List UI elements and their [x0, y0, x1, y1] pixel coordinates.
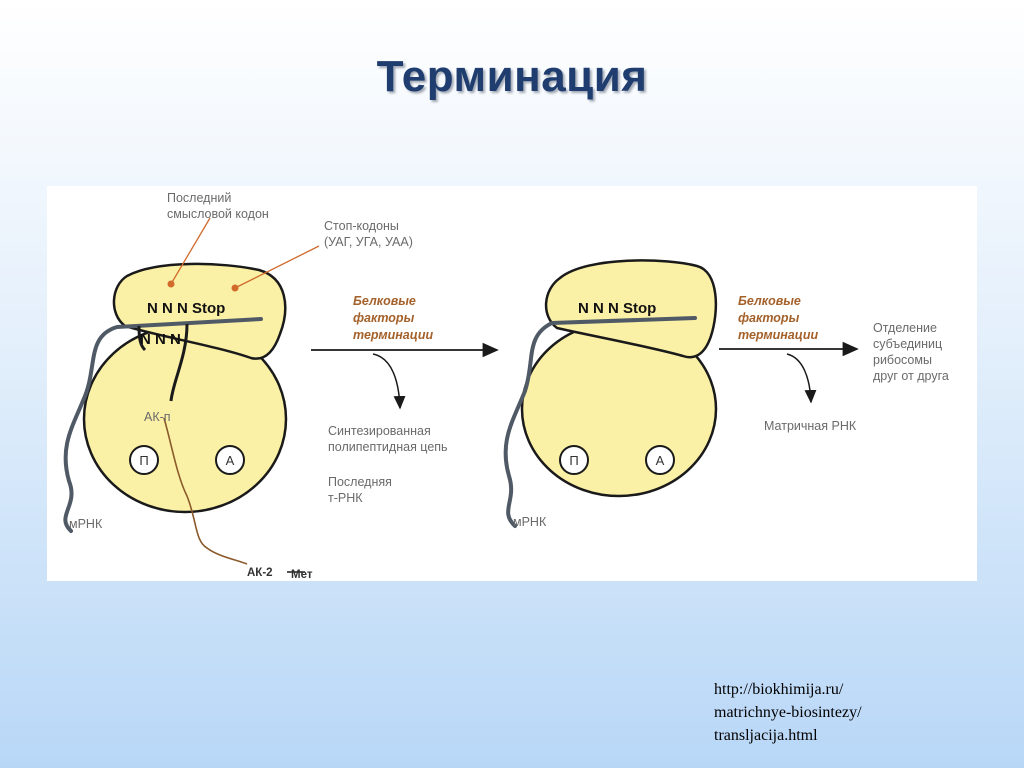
right-ribosome: П А N N N Stop мРНК [503, 259, 718, 529]
left-site-a [215, 445, 245, 475]
diagram-panel: П А N N N Stop N N N Последний смысловой… [47, 186, 977, 581]
left-site-a-label: А [226, 453, 235, 468]
left-stop-codons-label: Стоп-кодоны (УАГ, УГА, УАА) [324, 219, 413, 249]
right-factors-label: Белковые факторы терминации [738, 294, 818, 342]
middle-last-trna-label: Последняя т-РНК [328, 475, 395, 505]
left-last-codon-pointer [170, 217, 211, 285]
left-trna-outline [137, 323, 189, 402]
middle-release-arrow [372, 353, 406, 410]
left-met-label: Мет [291, 569, 313, 581]
left-mrna-label: мРНК [69, 517, 103, 531]
right-site-p-label: П [569, 453, 578, 468]
right-codon-text: N N N Stop [578, 300, 656, 317]
right-small-subunit [544, 259, 718, 359]
right-site-a-label: А [656, 453, 665, 468]
termination-diagram: П А N N N Stop N N N Последний смысловой… [63, 191, 949, 581]
left-ak2-label: АК-2 [247, 567, 273, 579]
right-mrna-strand [503, 316, 697, 528]
left-last-codon-label: Последний смысловой кодон [167, 191, 269, 221]
middle-factors-label: Белковые факторы терминации [353, 294, 433, 342]
source-link[interactable]: http://biokhimija.ru/ matrichnye-biosint… [714, 678, 974, 747]
source-link-line: matrichnye-biosintezy/ [714, 704, 862, 721]
right-mrna-release-label: Матричная РНК [764, 419, 857, 433]
left-ribosome: П А N N N Stop N N N Последний смысловой… [63, 191, 413, 581]
left-site-p [129, 445, 159, 475]
source-link-line: http://biokhimija.ru/ [714, 681, 844, 698]
right-transition: Белковые факторы терминации Матричная РН… [719, 294, 949, 433]
left-site-p-label: П [139, 453, 148, 468]
left-stop-codon-pointer [234, 245, 320, 289]
right-mrna-label: мРНК [513, 515, 547, 529]
source-link-line: transljacija.html [714, 727, 818, 744]
middle-released-chain-label: Синтезированная полипептидная цепь [328, 424, 448, 454]
left-amino-label: АК-п [144, 410, 171, 424]
left-mrna-strand [63, 317, 263, 533]
middle-transition: Белковые факторы терминации Синтезирован… [311, 294, 499, 505]
left-polypeptide [163, 417, 248, 565]
left-trna-codon-text: N N N [140, 331, 181, 348]
right-site-p [559, 445, 589, 475]
left-codon-text: N N N Stop [147, 300, 225, 317]
slide-title: Терминация [376, 52, 648, 101]
right-release-arrow [786, 353, 817, 404]
right-separation-label: Отделение субъединиц рибосомы друг от др… [873, 321, 949, 383]
right-site-a [645, 445, 675, 475]
